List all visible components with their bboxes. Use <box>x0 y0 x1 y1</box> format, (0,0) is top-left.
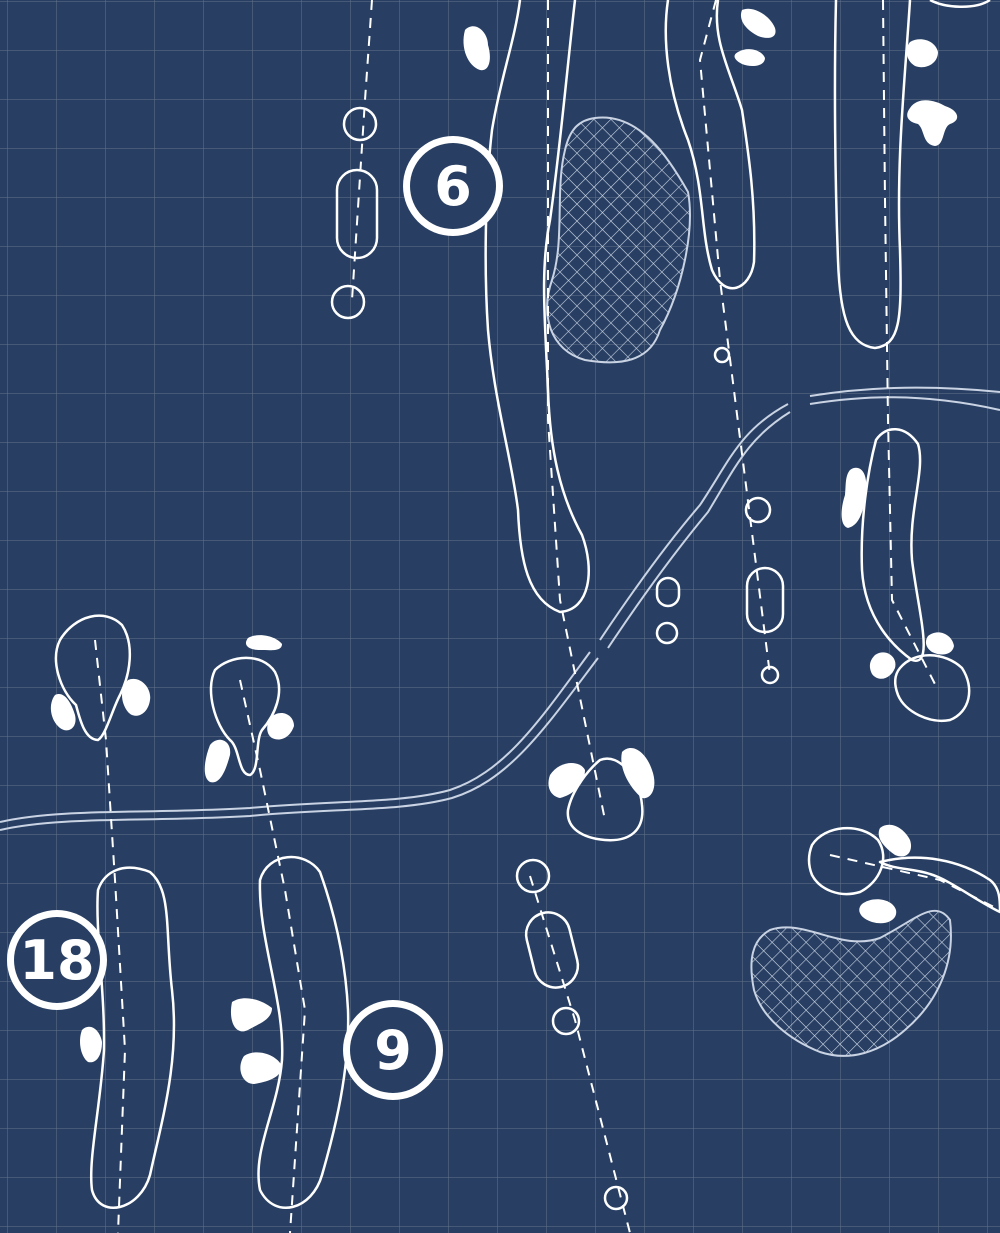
hole-marker-9: 9 <box>343 1000 443 1100</box>
water-hazard-upper <box>546 116 691 364</box>
bunker-7 <box>869 652 896 679</box>
water-hazard-lower <box>750 909 952 1057</box>
bunker-19 <box>240 1052 282 1084</box>
tee-rect-4 <box>524 911 580 989</box>
tee-circle-5 <box>760 665 780 685</box>
green-center <box>566 757 644 842</box>
green-top-right <box>929 0 991 8</box>
green-left-1 <box>54 614 132 742</box>
hole-number-18: 18 <box>19 929 94 992</box>
bunker-16 <box>878 824 912 857</box>
fairway-upper-right <box>833 0 912 350</box>
bunker-11 <box>204 739 231 783</box>
bunker-1 <box>463 26 490 71</box>
tee-circle-9 <box>603 1185 629 1211</box>
bunker-3 <box>734 49 765 66</box>
bunker-8 <box>925 632 954 655</box>
bunker-2 <box>740 8 776 38</box>
cart-paths <box>0 386 1000 831</box>
fairway-upper-middle <box>664 0 756 290</box>
hole-number-9: 9 <box>374 1019 412 1082</box>
tee-circle-3 <box>713 346 731 364</box>
water-hazards <box>546 116 952 1057</box>
bunker-17 <box>859 899 897 924</box>
route-right-lower <box>829 854 1000 911</box>
hole-marker-6: 6 <box>403 136 503 236</box>
route-hole-9 <box>239 679 307 1233</box>
bunker-6 <box>841 467 867 528</box>
route-hole-6 <box>547 0 606 821</box>
cart-path-diagonal-inner <box>607 411 791 649</box>
hole-routes <box>94 0 1000 1233</box>
route-lower-middle <box>529 875 631 1233</box>
tee-circle-6 <box>655 621 679 645</box>
cart-path-main-inner <box>0 657 599 831</box>
green-right-middle <box>893 654 971 723</box>
bunkers <box>50 8 958 1084</box>
bunker-14 <box>548 763 585 798</box>
tee-boxes <box>330 106 785 1211</box>
greens <box>54 0 991 896</box>
tee-circle-1 <box>342 106 378 142</box>
fairway-hole-9 <box>257 855 350 1209</box>
bunker-12 <box>50 694 76 731</box>
tee-rect-1 <box>335 168 379 260</box>
bunker-18 <box>230 998 272 1032</box>
cart-path-main <box>0 651 591 823</box>
bunker-4 <box>906 39 938 68</box>
bunker-15 <box>621 748 655 799</box>
tee-circle-7 <box>515 858 551 894</box>
fairway-right-middle <box>860 428 925 662</box>
tee-circle-4 <box>744 496 772 524</box>
cart-path-diagonal <box>599 403 789 641</box>
route-hole-18 <box>94 639 127 1233</box>
bunker-9 <box>245 635 282 651</box>
bunker-10 <box>267 712 294 740</box>
hole-marker-18: 18 <box>7 910 107 1010</box>
creek-right <box>809 386 1000 397</box>
bunker-13 <box>122 678 151 716</box>
tee-circle-8 <box>551 1006 581 1036</box>
tee-rect-3 <box>655 576 681 608</box>
creek-right-inner <box>809 396 1000 411</box>
route-right-upper <box>882 0 939 691</box>
hole-number-6: 6 <box>434 155 472 218</box>
bunker-20 <box>80 1026 102 1063</box>
green-left-2 <box>209 656 281 777</box>
fairway-hole-18 <box>89 866 176 1209</box>
bunker-5 <box>907 100 958 146</box>
green-right-lower <box>807 826 885 896</box>
tee-circle-2 <box>330 284 366 320</box>
